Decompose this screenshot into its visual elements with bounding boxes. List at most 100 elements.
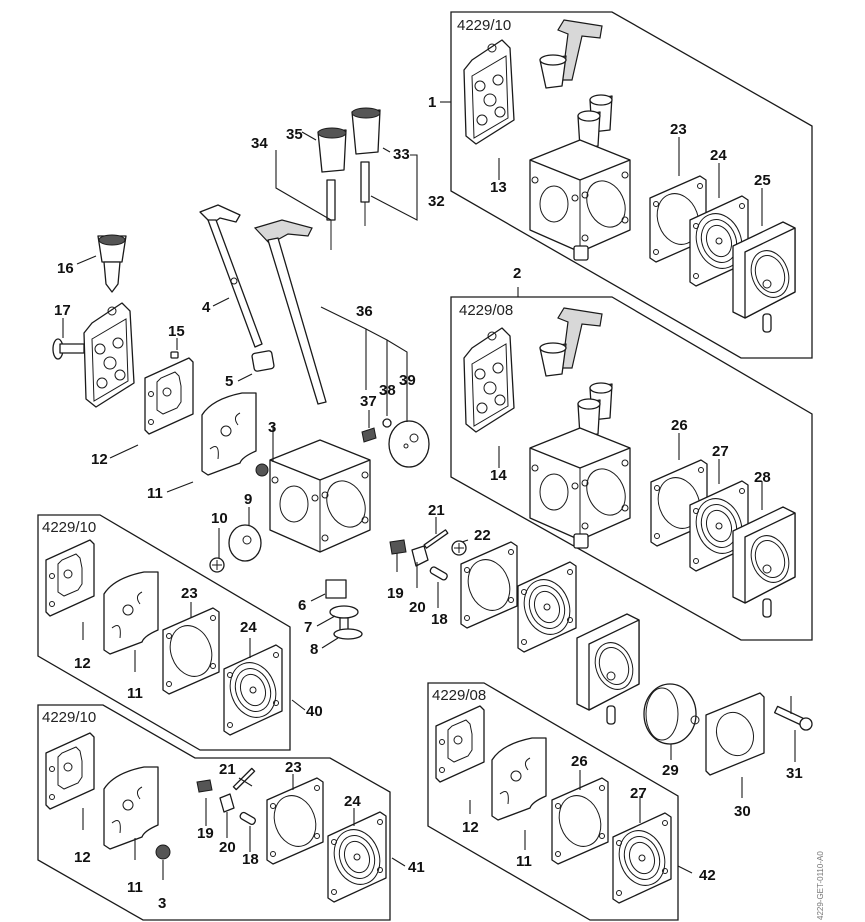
kit-label-left-40: 4229/10: [42, 519, 96, 536]
part-15-pin: [170, 351, 179, 359]
part-33-cap: [351, 107, 381, 155]
callout-11-kit-42: 11: [516, 853, 532, 870]
part-choke-shaft: [253, 219, 327, 405]
callout-3-center: 3: [268, 419, 276, 436]
part-8-screw: [333, 617, 363, 640]
callout-18-center: 18: [431, 611, 448, 628]
callout-41: 41: [408, 859, 425, 876]
kit-frame-left-41: [37, 704, 391, 921]
part-12-kit-42: [435, 705, 485, 783]
callout-4: 4: [202, 299, 211, 316]
callout-23-kit-40: 23: [181, 585, 198, 602]
part-12-kit-41: [45, 732, 95, 810]
callout-35: 35: [286, 126, 303, 143]
kit-frame-top: [450, 11, 813, 359]
part-29-primer-bulb: [643, 683, 700, 745]
part-23-kit-40: [162, 607, 220, 695]
part-19-kit-41: [196, 779, 213, 793]
part-cover-plate-left: [83, 302, 135, 408]
callout-22: 22: [474, 527, 491, 544]
callout-6: 6: [298, 597, 306, 614]
callout-24-top: 24: [710, 147, 727, 164]
part-diaphragm-lower: [516, 561, 578, 653]
part-11-kit-42: [491, 737, 547, 821]
callout-2: 2: [513, 265, 521, 282]
part-6-spring: [325, 579, 347, 599]
callout-26-kit-42: 26: [571, 753, 588, 770]
kit-label-left-41: 4229/10: [42, 709, 96, 726]
callout-29: 29: [662, 762, 679, 779]
part-21-kit-41: [232, 767, 256, 791]
part-11-kit-40: [103, 571, 159, 655]
callout-20-kit-41: 20: [219, 839, 236, 856]
callout-16: 16: [57, 260, 74, 277]
callout-18-kit-41: 18: [242, 851, 259, 868]
part-18-kit-41: [239, 811, 256, 826]
part-31-screw: [773, 705, 813, 731]
part-16-screw-plug: [97, 234, 127, 293]
part-37-spring: [361, 427, 377, 443]
part-14-cover-plate: [463, 327, 515, 433]
callout-15: 15: [168, 323, 185, 340]
part-5-sleeve: [251, 350, 275, 372]
part-4-throttle-shaft: [199, 204, 263, 348]
callout-12-kit-41: 12: [74, 849, 91, 866]
part-12-pump-gasket: [144, 357, 194, 435]
callout-11-kit-41: 11: [127, 879, 143, 896]
part-24-kit-41: [326, 811, 388, 903]
part-23-kit-41: [266, 777, 324, 865]
callout-27-middle: 27: [712, 443, 729, 460]
callout-40: 40: [306, 703, 323, 720]
part-10-screw: [209, 557, 225, 573]
kit-frame-middle: [450, 296, 813, 641]
part-32-jet-needle: [360, 161, 370, 226]
callout-23-top: 23: [670, 121, 687, 138]
part-27-kit-42: [611, 812, 673, 904]
part-39-disc: [388, 420, 430, 468]
part-1-carburetor-assembly-top: [529, 19, 634, 261]
part-carburetor-body-center: [269, 439, 374, 553]
callout-19-kit-41: 19: [197, 825, 214, 842]
part-22-screw: [451, 540, 467, 556]
callout-5: 5: [225, 373, 233, 390]
callout-9: 9: [244, 491, 252, 508]
callout-24-kit-41: 24: [344, 793, 361, 810]
part-19-spring: [389, 539, 407, 555]
part-20-kit-41: [219, 793, 235, 813]
part-17-screw: [52, 338, 85, 360]
callout-30: 30: [734, 803, 751, 820]
part-11-meter-gasket: [201, 392, 257, 476]
kit-label-top: 4229/10: [457, 17, 511, 34]
callout-14: 14: [490, 467, 507, 484]
part-26-kit-42: [551, 777, 609, 865]
callout-37: 37: [360, 393, 377, 410]
callout-27-kit-42: 27: [630, 785, 647, 802]
callout-32: 32: [428, 193, 445, 210]
part-3-kit-41: [155, 844, 171, 860]
callout-33: 33: [393, 146, 410, 163]
part-20-lever: [411, 545, 429, 567]
callout-12-kit-40: 12: [74, 655, 91, 672]
kit-label-middle: 4229/08: [459, 302, 513, 319]
callout-21-center: 21: [428, 502, 445, 519]
callout-34: 34: [251, 135, 268, 152]
callout-10: 10: [211, 510, 228, 527]
callout-36: 36: [356, 303, 373, 320]
callout-7: 7: [304, 619, 312, 636]
part-18-needle: [429, 566, 448, 581]
callout-25: 25: [754, 172, 771, 189]
part-12-kit-40: [45, 539, 95, 617]
part-3-screen: [255, 463, 269, 477]
part-30-retainer-plate: [705, 692, 765, 776]
callout-28: 28: [754, 469, 771, 486]
callout-12-kit-42: 12: [462, 819, 479, 836]
callout-19-center: 19: [387, 585, 404, 602]
callout-38: 38: [379, 382, 396, 399]
callout-21-kit-41: 21: [219, 761, 236, 778]
callout-23-kit-41: 23: [285, 759, 302, 776]
part-21-pin: [423, 529, 449, 549]
callout-8: 8: [310, 641, 318, 658]
callout-17: 17: [54, 302, 71, 319]
callout-42: 42: [699, 867, 716, 884]
